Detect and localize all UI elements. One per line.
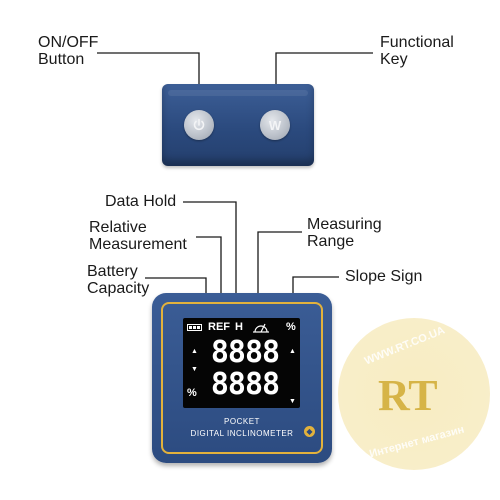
angle-range-icon [253,323,269,333]
down-arrow-icon: ▼ [191,366,198,373]
on-off-button[interactable] [184,110,214,140]
rt-watermark: WWW.RT.CO.UA RT Интернет магазин [338,318,490,470]
right-up-arrow-icon: ▲ [289,348,296,355]
power-icon [193,118,205,131]
device-front-view: REF H % 8888 8888 % ▲ ▼ ▲ ▼ POCKET DIGIT… [152,293,332,463]
slope-sign-label: Slope Sign [345,268,423,285]
device-top-view: W [162,84,314,166]
product-name-line-1: POCKET [224,417,260,426]
percent-indicator-bottom: % [187,387,197,399]
product-name-line-2: DIGITAL INCLINOMETER [190,429,294,438]
functional-key[interactable]: W [260,110,290,140]
on-off-button-label: ON/OFF Button [38,34,99,68]
measuring-range-label: Measuring Range [307,216,382,250]
watermark-bottom-text: Интернет магазин [368,423,466,461]
watermark-url: WWW.RT.CO.UA [362,324,447,368]
hold-indicator: H [235,321,243,333]
data-hold-label: Data Hold [105,193,177,210]
battery-capacity-label: Battery Capacity [87,263,150,297]
ref-indicator: REF [208,321,230,333]
functional-key-label: Functional Key [380,34,454,68]
device-gold-frame [161,302,323,454]
right-down-arrow-icon: ▼ [289,398,296,405]
display-row-1: 8888 [210,335,280,370]
device-top-rim [168,90,308,96]
functional-key-glyph: W [268,117,282,133]
relative-measurement-label: Relative Measurement [89,219,187,253]
up-arrow-icon: ▲ [191,348,198,355]
watermark-logo: RT [378,371,438,420]
lcd-screen: REF H % 8888 8888 % ▲ ▼ ▲ ▼ [183,318,300,408]
brand-logo-icon: ◆ [304,426,315,437]
battery-icon [187,324,202,331]
display-row-2: 8888 [210,367,280,402]
percent-indicator-top: % [286,321,296,333]
